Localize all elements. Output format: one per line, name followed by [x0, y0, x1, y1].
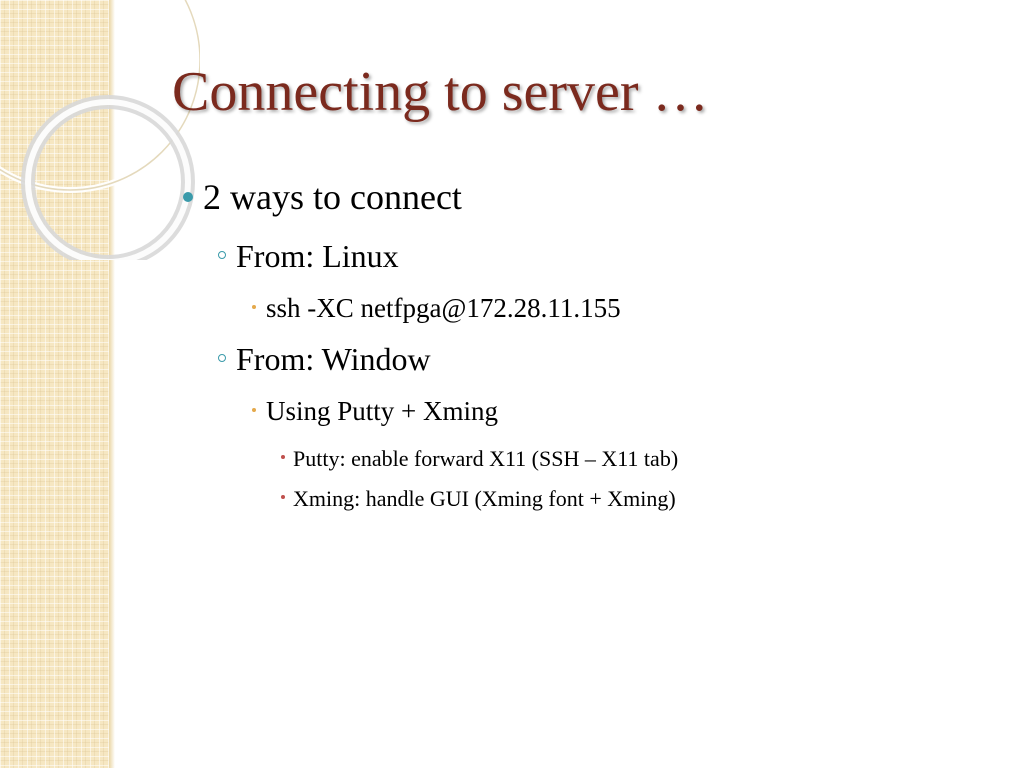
side-band-edge	[109, 0, 115, 768]
bullet-item-level2: From: Linux	[218, 238, 399, 275]
dot-bullet-icon	[252, 305, 256, 309]
hollow-circle-bullet-icon	[218, 251, 226, 259]
bullet-item-level4: Xming: handle GUI (Xming font + Xming)	[281, 486, 676, 512]
bullet-item-level3: Using Putty + Xming	[252, 396, 498, 427]
bullet-text: ssh -XC netfpga@172.28.11.155	[266, 293, 621, 323]
dot-bullet-icon	[252, 408, 256, 412]
bullet-item-level4: Putty: enable forward X11 (SSH – X11 tab…	[281, 446, 678, 472]
bullet-text: From: Window	[236, 341, 431, 377]
small-dot-bullet-icon	[281, 455, 285, 459]
bullet-text: Putty: enable forward X11 (SSH – X11 tab…	[293, 446, 679, 471]
bullet-item-level1: 2 ways to connect	[183, 176, 462, 218]
bullet-text: Xming: handle GUI (Xming font + Xming)	[293, 486, 676, 511]
bullet-text: Using Putty + Xming	[266, 396, 499, 426]
double-ring-decoration-icon	[0, 0, 200, 260]
slide-title: Connecting to server …	[172, 61, 709, 123]
hollow-circle-bullet-icon	[218, 354, 226, 362]
small-dot-bullet-icon	[281, 495, 285, 499]
filled-circle-bullet-icon	[183, 192, 193, 202]
bullet-item-level2: From: Window	[218, 341, 431, 378]
bullet-text: From: Linux	[236, 238, 399, 274]
bullet-item-level3: ssh -XC netfpga@172.28.11.155	[252, 293, 621, 324]
bullet-text: 2 ways to connect	[203, 177, 462, 217]
